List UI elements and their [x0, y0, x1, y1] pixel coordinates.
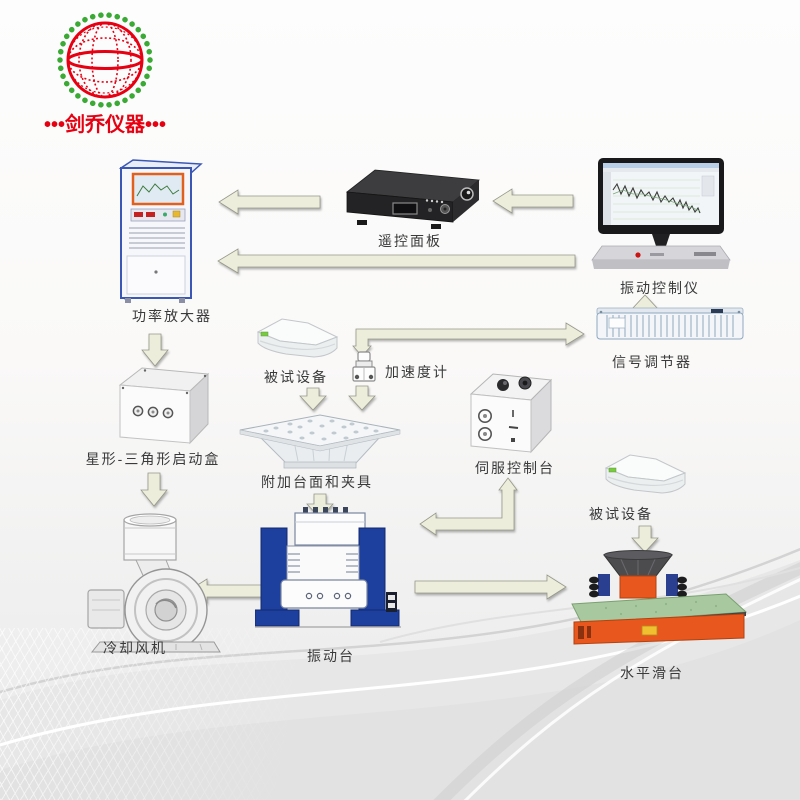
remote-dial	[460, 187, 474, 201]
shaker-table-device	[255, 506, 405, 640]
label-remote-panel: 遥控面板	[378, 233, 442, 249]
cooling-fan-device	[86, 508, 231, 656]
arrow-controller-to-amplifier-long	[217, 248, 576, 274]
fixture-platform	[236, 413, 404, 475]
label-accelerometer: 加速度计	[385, 364, 449, 380]
arrow-dut-to-fixture	[299, 387, 327, 411]
background-mesh	[0, 628, 370, 800]
servo-knob	[497, 379, 509, 391]
monitor-screen	[603, 163, 719, 225]
label-slip-table: 水平滑台	[620, 665, 684, 681]
device-under-test-top	[250, 312, 345, 367]
slip-table-label-plate	[641, 625, 658, 636]
shaker-connector	[386, 592, 397, 612]
label-fixture: 附加台面和夹具	[261, 474, 373, 490]
amplifier-screen	[131, 172, 185, 206]
arrow-dut2-to-slip-table	[631, 525, 659, 553]
label-cooling-fan: 冷却风机	[103, 640, 167, 656]
remote-display	[392, 202, 418, 215]
vibration-controller-device	[590, 156, 732, 274]
dut-led	[260, 331, 269, 337]
arrow-accelerometer-to-fixture	[348, 385, 376, 411]
brand-logo	[25, 10, 185, 110]
label-vibration-controller: 振动控制仪	[620, 280, 700, 296]
signal-conditioner-device	[595, 303, 745, 347]
arrow-servo-shaker-elbow	[419, 477, 518, 536]
label-starter-box: 星形-三角形启动盒	[85, 451, 221, 467]
remote-control-panel-device	[335, 164, 485, 232]
device-under-test-bottom	[598, 448, 693, 503]
arrow-controller-to-remote	[492, 188, 574, 214]
horizontal-slip-table-device	[566, 548, 750, 646]
controller-power-led	[635, 252, 641, 258]
power-amplifier-cabinet	[113, 156, 208, 306]
label-signal-conditioner: 信号调节器	[612, 354, 692, 370]
servo-console-device	[463, 366, 561, 458]
starter-box-device	[110, 362, 218, 450]
dut-led	[608, 467, 617, 473]
label-shaker-table: 振动台	[307, 648, 355, 664]
arrow-amplifier-to-starter-box	[141, 333, 169, 367]
arrow-starter-box-to-fan	[140, 472, 168, 507]
arrow-accelerometer-conditioner-elbow	[352, 322, 585, 357]
arrow-shaker-to-slip-table	[414, 574, 567, 600]
brand-text: •••剑乔仪器•••	[43, 114, 166, 136]
label-dut-top: 被试设备	[264, 369, 328, 385]
label-servo-console: 伺服控制台	[475, 460, 555, 476]
arrow-remote-to-amplifier	[218, 189, 321, 215]
accelerometer-icon	[348, 350, 380, 394]
label-dut-bottom: 被试设备	[589, 506, 653, 522]
logo-globe-icon	[57, 12, 153, 108]
label-power-amplifier: 功率放大器	[132, 308, 212, 324]
